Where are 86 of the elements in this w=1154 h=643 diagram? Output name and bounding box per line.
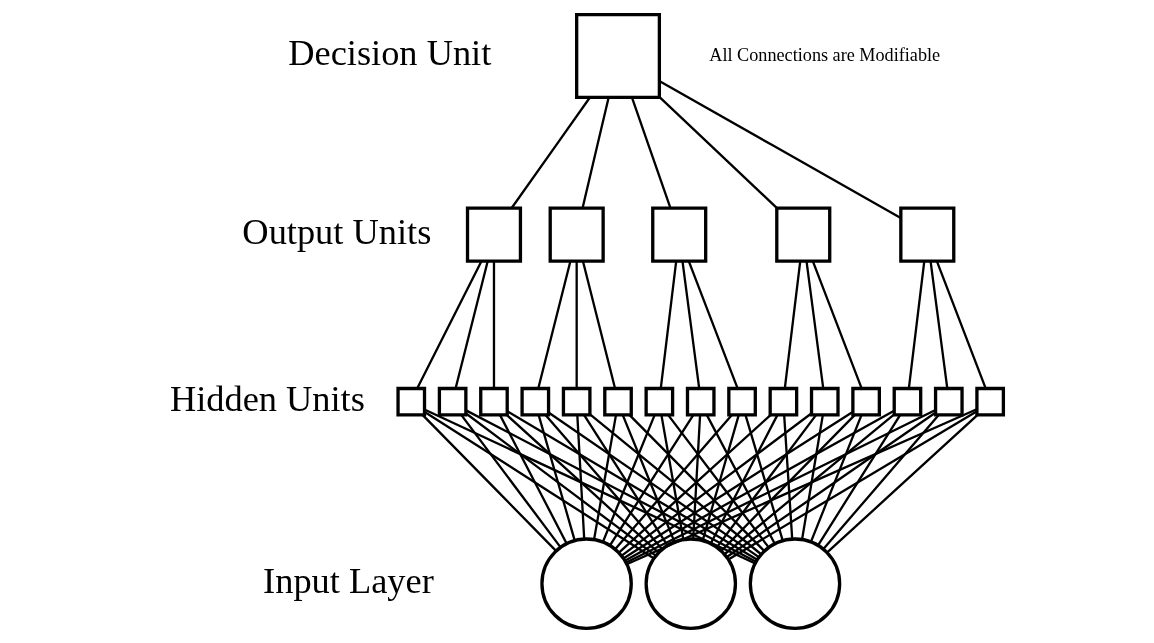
connector: [537, 414, 576, 541]
connector: [624, 410, 894, 562]
connector: [622, 411, 853, 560]
connector: [723, 413, 895, 555]
node-box: [726, 386, 757, 417]
connector: [601, 414, 656, 543]
connector: [621, 414, 676, 543]
connector: [506, 410, 758, 561]
node-box: [437, 386, 467, 417]
connector: [492, 261, 495, 389]
connector: [928, 261, 948, 389]
node-box: [561, 386, 592, 417]
label: All Connections are Modifiable: [708, 44, 940, 65]
connector: [415, 260, 482, 389]
node-box: [574, 13, 661, 100]
node-box: [850, 386, 881, 417]
connector: [464, 412, 656, 557]
connector: [715, 414, 817, 548]
connector: [547, 411, 760, 559]
node-box: [548, 206, 605, 263]
connector: [826, 414, 978, 553]
connector: [460, 414, 561, 548]
connector: [454, 260, 489, 389]
node-box: [898, 206, 955, 263]
connector: [505, 414, 659, 554]
connector: [782, 415, 793, 539]
connector: [935, 260, 987, 389]
connector: [907, 261, 925, 389]
node-box: [933, 386, 964, 417]
node-box: [774, 206, 831, 263]
connector: [783, 261, 801, 389]
connector: [743, 414, 784, 541]
connector: [809, 414, 862, 543]
node-circle: [539, 537, 633, 630]
connector: [727, 410, 977, 561]
node-box: [768, 386, 798, 417]
connector: [816, 414, 901, 546]
node-box: [809, 386, 840, 417]
connector: [659, 414, 684, 540]
connector: [592, 414, 617, 540]
connector: [720, 414, 855, 552]
connector: [680, 261, 700, 389]
connector: [510, 96, 591, 209]
connector: [822, 414, 940, 550]
connector: [620, 412, 812, 557]
connector: [608, 414, 694, 546]
node-box: [644, 386, 674, 417]
node-circle: [748, 537, 841, 630]
connector: [658, 96, 777, 209]
node-box: [478, 386, 509, 417]
connector: [811, 260, 863, 389]
connector: [580, 97, 610, 209]
node-box: [519, 386, 550, 417]
connector: [544, 414, 663, 550]
connector: [666, 414, 769, 548]
node-box: [395, 386, 426, 417]
connector: [421, 414, 557, 552]
connector: [575, 415, 585, 539]
node-box: [685, 386, 716, 417]
connector: [575, 261, 578, 389]
connector: [687, 260, 739, 389]
connector: [691, 415, 701, 539]
connector: [613, 414, 733, 550]
connector: [659, 261, 677, 389]
node-circle: [644, 537, 737, 630]
node-box: [650, 206, 707, 263]
connector: [589, 413, 761, 555]
connector: [423, 411, 654, 560]
connector: [725, 412, 936, 558]
node-box: [465, 206, 522, 263]
label: Output Units: [241, 211, 431, 252]
connector: [630, 97, 672, 209]
connector: [658, 80, 901, 219]
label: Decision Unit: [287, 33, 491, 74]
node-box: [602, 386, 633, 417]
node-box: [892, 386, 922, 417]
connector: [581, 260, 616, 389]
node-box: [974, 386, 1005, 417]
connector: [498, 414, 568, 544]
label: Hidden Units: [169, 378, 365, 419]
connector: [582, 414, 668, 546]
connector: [800, 414, 824, 540]
connector: [536, 260, 571, 389]
label: Input Layer: [262, 560, 434, 601]
connector: [701, 414, 740, 541]
connector: [804, 261, 824, 389]
